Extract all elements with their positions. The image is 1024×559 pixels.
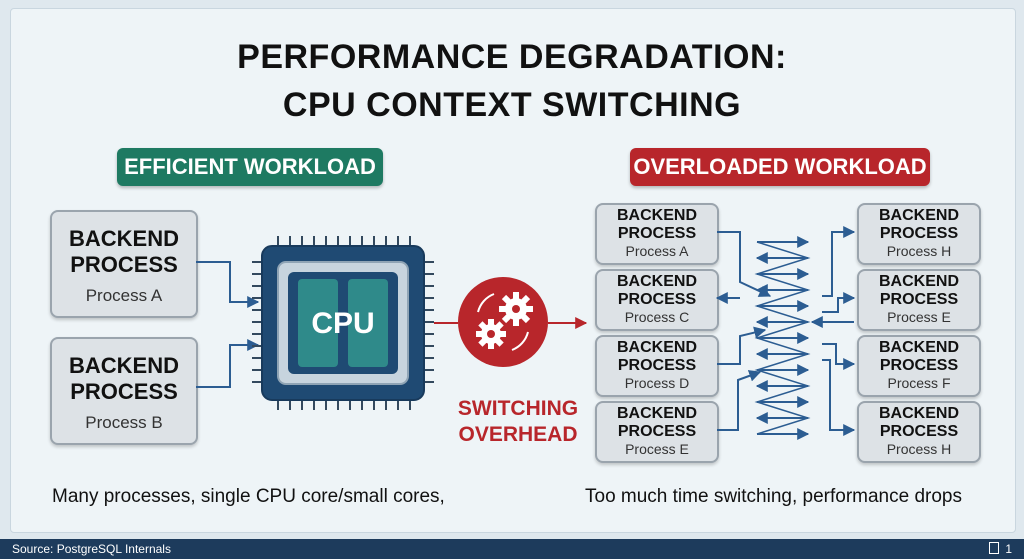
process-title-1: BACKEND [69,226,179,251]
page-indicator: 1 [989,539,1012,559]
process-name: Process D [624,375,690,391]
cpu-label: CPU [311,307,374,340]
switching-overhead-label: SWITCHING OVERHEAD [448,396,588,448]
footer-bar: Source: PostgreSQL Internals 1 [0,539,1024,559]
overloaded-left-process-1: BACKEND PROCESS Process A [595,203,719,265]
overloaded-left-process-4: BACKEND PROCESS Process E [595,401,719,463]
process-title-1: BACKEND [617,339,697,356]
process-name: Process C [624,309,690,325]
efficient-caption: Many processes, single CPU core/small co… [52,486,445,507]
process-title-2: PROCESS [617,291,697,308]
arrow-icon [822,226,856,297]
page-number: 1 [1005,542,1012,556]
arrow-icon [822,359,856,436]
overhead-line-2: OVERHEAD [458,423,578,446]
process-title-2: PROCESS [70,379,178,404]
process-title-1: BACKEND [617,405,697,422]
process-name: Process H [886,243,952,259]
arrow-icon [717,370,762,431]
process-title-1: BACKEND [879,207,959,224]
process-name: Process F [887,375,951,391]
process-title-1: BACKEND [879,273,959,290]
process-title-2: PROCESS [879,357,959,374]
process-title-2: PROCESS [879,291,959,308]
gears-icon [458,277,548,367]
overloaded-workload-label: OVERLOADED WORKLOAD [630,148,930,186]
overloaded-right-process-1: BACKEND PROCESS Process H [857,203,981,265]
process-title-2: PROCESS [70,252,178,277]
process-box-b: BACKEND PROCESS Process B [50,337,198,445]
process-title-2: PROCESS [617,423,697,440]
source-text: Source: PostgreSQL Internals [12,542,171,556]
efficient-workload-label: EFFICIENT WORKLOAD [117,148,383,186]
process-title-2: PROCESS [617,357,697,374]
overloaded-right-process-2: BACKEND PROCESS Process E [857,269,981,331]
process-name: Process A [85,286,163,305]
cpu-chip-icon: CPU [252,236,434,410]
overloaded-left-process-2: BACKEND PROCESS Process C [595,269,719,331]
connector-arrow-b [196,339,260,388]
process-title-1: BACKEND [69,353,179,378]
process-name: Process H [886,441,952,457]
context-switch-arrows [715,226,856,440]
process-name: Process A [625,243,689,259]
process-title-1: BACKEND [879,405,959,422]
process-title-2: PROCESS [879,225,959,242]
process-name: Process E [625,441,689,457]
arrow-icon [822,343,856,370]
title-line-2: CPU CONTEXT SWITCHING [282,86,742,124]
overloaded-left-process-3: BACKEND PROCESS Process D [595,335,719,397]
process-title-1: BACKEND [617,273,697,290]
process-box-a: BACKEND PROCESS Process A [50,210,198,318]
arrow-icon [822,292,856,313]
overloaded-caption: Too much time switching, performance dro… [585,486,962,507]
process-title-2: PROCESS [879,423,959,440]
arrow-icon [717,231,772,297]
process-name: Process B [85,413,163,432]
overhead-line-1: SWITCHING [457,397,579,420]
overloaded-right-process-4: BACKEND PROCESS Process H [857,401,981,463]
page-icon [989,542,1000,554]
arrow-icon [717,326,767,365]
process-title-1: BACKEND [617,207,697,224]
title-line-1: PERFORMANCE DEGRADATION: [237,38,787,76]
overloaded-right-process-3: BACKEND PROCESS Process F [857,335,981,397]
connector-arrow-a [196,261,260,308]
process-name: Process E [887,309,951,325]
process-title-1: BACKEND [879,339,959,356]
process-title-2: PROCESS [617,225,697,242]
